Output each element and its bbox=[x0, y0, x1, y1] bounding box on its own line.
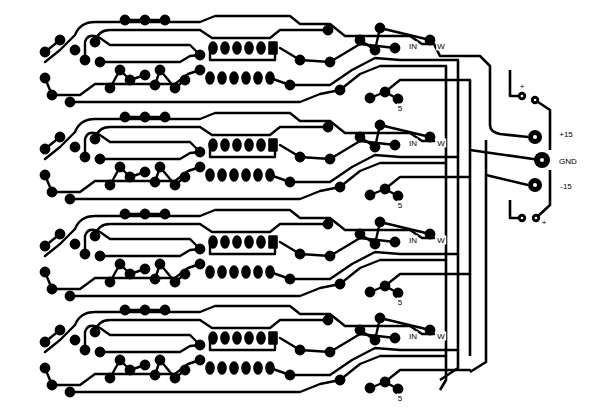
pin-number: 5 bbox=[397, 298, 403, 307]
channel-4 bbox=[41, 306, 470, 396]
bus-trace bbox=[440, 66, 446, 390]
power-bus bbox=[434, 44, 550, 390]
pin-number: 5 bbox=[397, 201, 403, 210]
polarity-mark: + bbox=[519, 82, 526, 91]
signal-label: W bbox=[436, 332, 446, 341]
signal-label: W bbox=[436, 42, 446, 51]
channel-1 bbox=[41, 16, 470, 106]
signal-label: W bbox=[436, 236, 446, 245]
bus-trace bbox=[536, 170, 550, 218]
bus-trace bbox=[434, 44, 528, 137]
supply-label: GND bbox=[558, 157, 578, 166]
signal-label: W bbox=[436, 139, 446, 148]
signal-label: IN bbox=[408, 236, 418, 245]
bus-trace bbox=[470, 150, 540, 160]
power-connector bbox=[518, 92, 550, 222]
channel-2 bbox=[41, 113, 470, 203]
signal-label: IN bbox=[408, 42, 418, 51]
supply-label: +15 bbox=[558, 130, 574, 139]
signal-label: IN bbox=[408, 332, 418, 341]
channel-3 bbox=[41, 210, 470, 300]
polarity-mark: + bbox=[541, 218, 548, 227]
bus-trace bbox=[486, 175, 528, 185]
supply-label: -15 bbox=[559, 182, 573, 191]
signal-label: IN bbox=[408, 139, 418, 148]
bus-trace bbox=[469, 80, 472, 356]
bus-trace bbox=[470, 140, 486, 372]
pin-number: 5 bbox=[397, 394, 403, 403]
pin-number: 5 bbox=[397, 104, 403, 113]
